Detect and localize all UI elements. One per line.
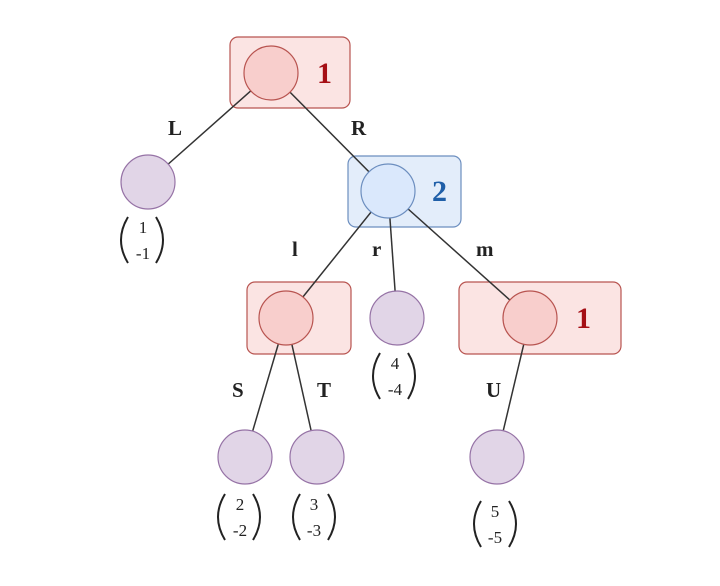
payoff-bottom: -3: [307, 521, 321, 540]
edge-label-l: l: [292, 237, 298, 261]
terminal-node-2: [369, 290, 425, 346]
payoff-vector-5: 5 -5: [473, 500, 517, 548]
payoff-vector-2: 4 -4: [372, 352, 416, 400]
left-paren-icon: [292, 493, 301, 541]
payoff-top: 4: [391, 354, 400, 373]
player-label-n4: 1: [576, 302, 591, 335]
edge-m: [387, 190, 531, 319]
payoff-bottom: -2: [233, 521, 247, 540]
edge-label-U: U: [486, 378, 501, 402]
payoff-bottom: -4: [388, 380, 403, 399]
left-paren-icon: [473, 500, 482, 548]
left-paren-icon: [372, 352, 381, 400]
terminal-node-4: [289, 429, 345, 485]
edge-label-R: R: [351, 116, 367, 140]
decision-node-n3: [258, 290, 314, 346]
decision-node-root: [243, 45, 299, 101]
payoff-vector-3: 2 -2: [217, 493, 261, 541]
payoff-vector-1: 1 -1: [120, 216, 164, 264]
right-paren-icon: [508, 500, 517, 548]
edge-label-m: m: [476, 237, 494, 261]
player-label-n2: 2: [432, 175, 447, 208]
right-paren-icon: [155, 216, 164, 264]
player-label-root: 1: [317, 57, 332, 90]
right-paren-icon: [252, 493, 261, 541]
decision-node-n2: [360, 163, 416, 219]
payoff-top: 3: [310, 495, 319, 514]
left-paren-icon: [217, 493, 226, 541]
edge-R: [270, 72, 389, 192]
decision-node-n4: [502, 290, 558, 346]
payoff-vector-4: 3 -3: [292, 493, 336, 541]
payoff-bottom: -5: [488, 528, 502, 547]
edge-label-r: r: [372, 237, 381, 261]
right-paren-icon: [407, 352, 416, 400]
right-paren-icon: [327, 493, 336, 541]
payoff-top: 5: [491, 502, 500, 521]
payoff-top: 2: [236, 495, 245, 514]
terminal-node-5: [469, 429, 525, 485]
payoff-top: 1: [139, 218, 148, 237]
terminal-node-1: [120, 154, 176, 210]
edge-label-T: T: [317, 378, 331, 402]
edge-label-L: L: [168, 116, 182, 140]
terminal-node-3: [217, 429, 273, 485]
edge-label-S: S: [232, 378, 244, 402]
payoff-bottom: -1: [136, 244, 150, 263]
left-paren-icon: [120, 216, 129, 264]
